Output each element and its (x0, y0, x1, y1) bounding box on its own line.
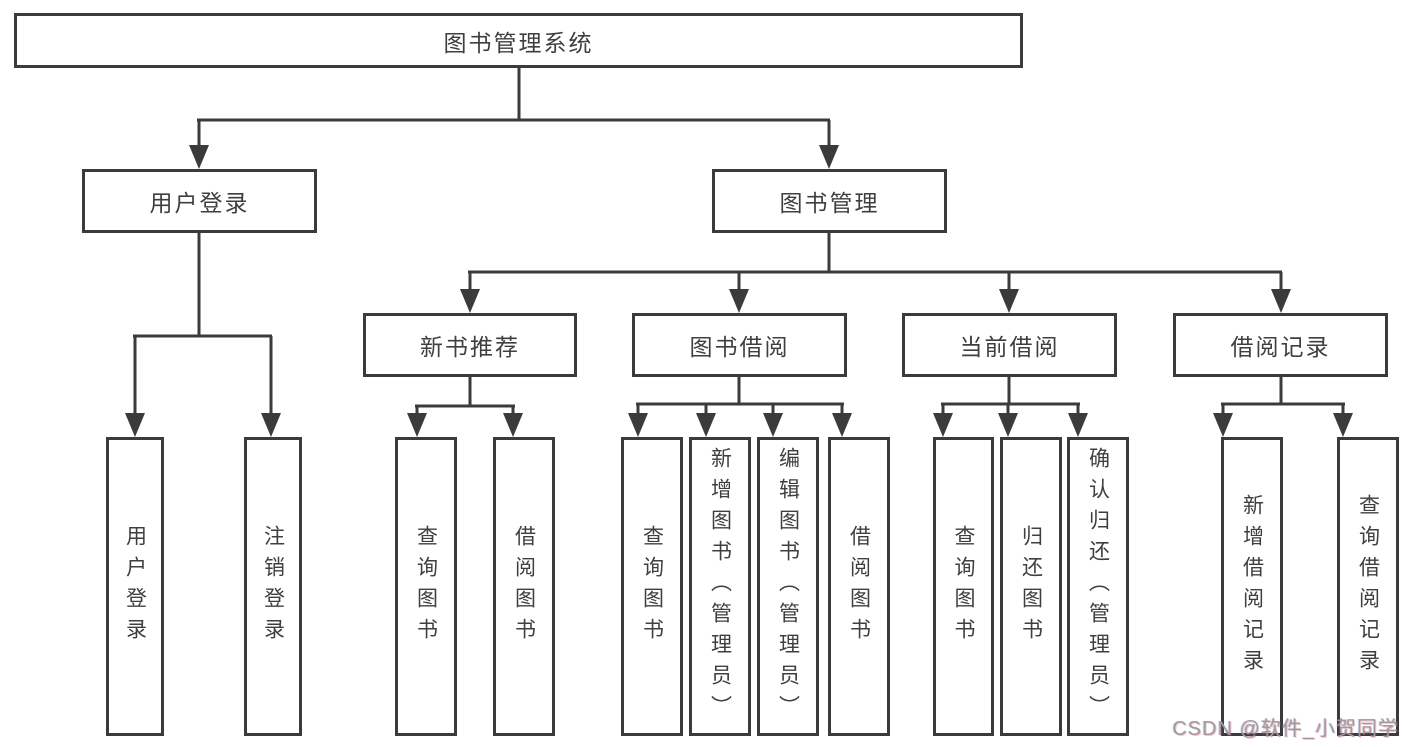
arrowhead-icon (933, 413, 953, 437)
leaf-recommend-borrow-books-label: 借阅图书 (512, 524, 536, 649)
leaf-add-borrow-record: 新增借阅记录 (1221, 437, 1283, 736)
arrowhead-icon (1213, 413, 1233, 437)
arrowhead-icon (999, 289, 1019, 313)
arrowhead-icon (125, 413, 145, 437)
leaf-confirm-return-admin-label: 确认归还（管理员） (1086, 447, 1110, 726)
leaf-recommend-query-books-label: 查询图书 (414, 524, 438, 649)
node-user-login: 用户登录 (82, 169, 317, 233)
leaf-borrow-books-label: 借阅图书 (847, 524, 871, 649)
node-root: 图书管理系统 (14, 13, 1023, 68)
leaf-query-borrow-record-label: 查询借阅记录 (1356, 493, 1380, 680)
leaf-borrow-query-books: 查询图书 (621, 437, 683, 736)
node-book-borrow-label: 图书借阅 (689, 334, 790, 360)
arrowhead-icon (1271, 289, 1291, 313)
arrowhead-icon (998, 413, 1018, 437)
arrowhead-icon (763, 413, 783, 437)
leaf-edit-books-admin: 编辑图书（管理员） (757, 437, 819, 736)
node-book-management: 图书管理 (712, 169, 947, 233)
arrowhead-icon (460, 289, 480, 313)
leaf-user-login-label: 用户登录 (123, 524, 147, 649)
arrowhead-icon (628, 413, 648, 437)
arrowhead-icon (503, 413, 523, 437)
arrowhead-icon (1068, 413, 1088, 437)
node-current-borrow: 当前借阅 (902, 313, 1117, 377)
arrowhead-icon (832, 413, 852, 437)
leaf-add-borrow-record-label: 新增借阅记录 (1240, 493, 1264, 680)
leaf-query-borrow-record: 查询借阅记录 (1337, 437, 1399, 736)
leaf-current-query-books: 查询图书 (933, 437, 994, 736)
node-user-login-label: 用户登录 (149, 190, 250, 216)
arrowhead-icon (696, 413, 716, 437)
node-borrow-records: 借阅记录 (1173, 313, 1388, 377)
node-root-label: 图书管理系统 (443, 29, 594, 56)
leaf-return-books: 归还图书 (1000, 437, 1062, 736)
leaf-confirm-return-admin: 确认归还（管理员） (1067, 437, 1129, 736)
leaf-add-books-admin: 新增图书（管理员） (689, 437, 751, 736)
node-borrow-records-label: 借阅记录 (1230, 334, 1331, 360)
arrowhead-icon (407, 413, 427, 437)
leaf-logout-label: 注销登录 (261, 524, 285, 649)
leaf-recommend-query-books: 查询图书 (395, 437, 457, 736)
watermark: CSDN @软件_小贺同学 (1172, 718, 1399, 740)
node-new-book-recommend-label: 新书推荐 (420, 334, 520, 360)
node-current-borrow-label: 当前借阅 (959, 334, 1060, 360)
arrowhead-icon (189, 145, 209, 169)
arrowhead-icon (1333, 413, 1353, 437)
leaf-recommend-borrow-books: 借阅图书 (493, 437, 555, 736)
leaf-borrow-query-books-label: 查询图书 (640, 524, 664, 649)
leaf-return-books-label: 归还图书 (1019, 524, 1043, 649)
arrowhead-icon (261, 413, 281, 437)
leaf-edit-books-admin-label: 编辑图书（管理员） (776, 447, 800, 726)
node-book-borrow: 图书借阅 (632, 313, 847, 377)
leaf-logout: 注销登录 (244, 437, 302, 736)
leaf-user-login: 用户登录 (106, 437, 164, 736)
leaf-borrow-books: 借阅图书 (828, 437, 890, 736)
arrowhead-icon (729, 289, 749, 313)
node-new-book-recommend: 新书推荐 (363, 313, 577, 377)
node-book-management-label: 图书管理 (779, 190, 880, 216)
leaf-add-books-admin-label: 新增图书（管理员） (708, 447, 732, 726)
arrowhead-icon (819, 145, 839, 169)
leaf-current-query-books-label: 查询图书 (952, 524, 976, 649)
